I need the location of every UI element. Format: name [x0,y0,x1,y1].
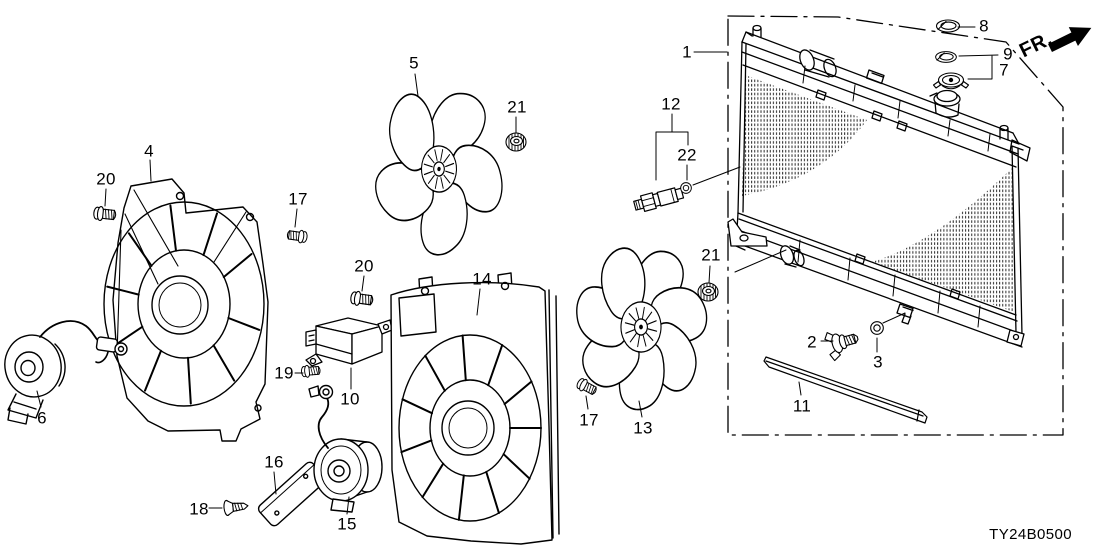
leader-lines [36,26,999,515]
oring-3 [870,321,884,335]
fan-hub [420,145,458,193]
radiator-drain-valve [896,303,914,325]
motor-wire-harness [39,320,103,345]
fan-nut-21-lower [697,282,719,302]
cooling-fan-right [574,238,714,416]
radiator-filler-neck [929,89,961,118]
bolt-20-middle [349,289,375,308]
part-callout-8: 8 [979,16,989,36]
part-callout-12: 12 [661,94,681,114]
radiator-core-hatch-lower [872,168,1014,312]
part-callout-15: 15 [337,514,357,534]
screw-19 [300,363,322,379]
radiator-assembly-boundary [727,15,1064,436]
part-callout-17-a: 17 [288,189,308,209]
front-direction-arrow [1048,27,1092,53]
part-callout-20-a: 20 [96,169,116,189]
part-callout-13: 13 [633,418,653,438]
bolt-20-left [92,205,117,223]
part-callout-14: 14 [472,269,492,289]
screw-18 [222,497,250,517]
fan-shroud-left [103,178,269,442]
part-callout-20-b: 20 [354,256,374,276]
part-callout-4: 4 [144,141,154,161]
part-callout-21-b: 21 [701,245,721,265]
fan-shroud-right [390,272,560,545]
drain-plug-2 [822,324,863,363]
part-callout-22: 22 [677,145,697,165]
radiator-cap-7 [932,72,970,90]
part-callout-19: 19 [274,363,294,383]
part-callout-5: 5 [409,53,419,73]
oring-22 [680,182,692,194]
part-callout-16: 16 [264,452,284,472]
radiator-core-hatch-upper [742,75,867,196]
lower-seal-strip [763,356,928,424]
part-callout-10: 10 [340,389,360,409]
part-callout-1: 1 [682,42,692,62]
part-callout-7: 7 [999,60,1009,80]
part-callout-18: 18 [189,499,209,519]
fan-control-module [305,317,393,367]
radiator-vent-plug [865,69,885,85]
fan-nut-21-upper [505,132,527,152]
fan-hub [620,301,662,353]
mount-cushion-9 [935,51,957,63]
part-callout-6: 6 [37,408,47,428]
motor-wire-harness [317,397,330,449]
part-callout-17-b: 17 [579,410,599,430]
radiator-inlet-pipe [799,49,837,78]
part-callout-9: 9 [1003,44,1013,64]
cooling-fan-left [367,84,505,263]
screw-17-middle [286,227,309,245]
coolant-temperature-sensor [633,187,685,212]
fan-motor-right [308,384,383,513]
diagram-code: TY24B0500 [989,526,1072,543]
part-callout-2: 2 [807,332,817,352]
fan-motor-left [4,320,128,425]
part-callout-21-a: 21 [507,97,527,117]
radiator-drain-pipe [779,245,805,268]
part-callout-3: 3 [873,352,883,372]
radiator-illustration [727,24,1031,348]
mount-cushion-8 [935,19,961,33]
part-callout-11: 11 [792,396,812,416]
